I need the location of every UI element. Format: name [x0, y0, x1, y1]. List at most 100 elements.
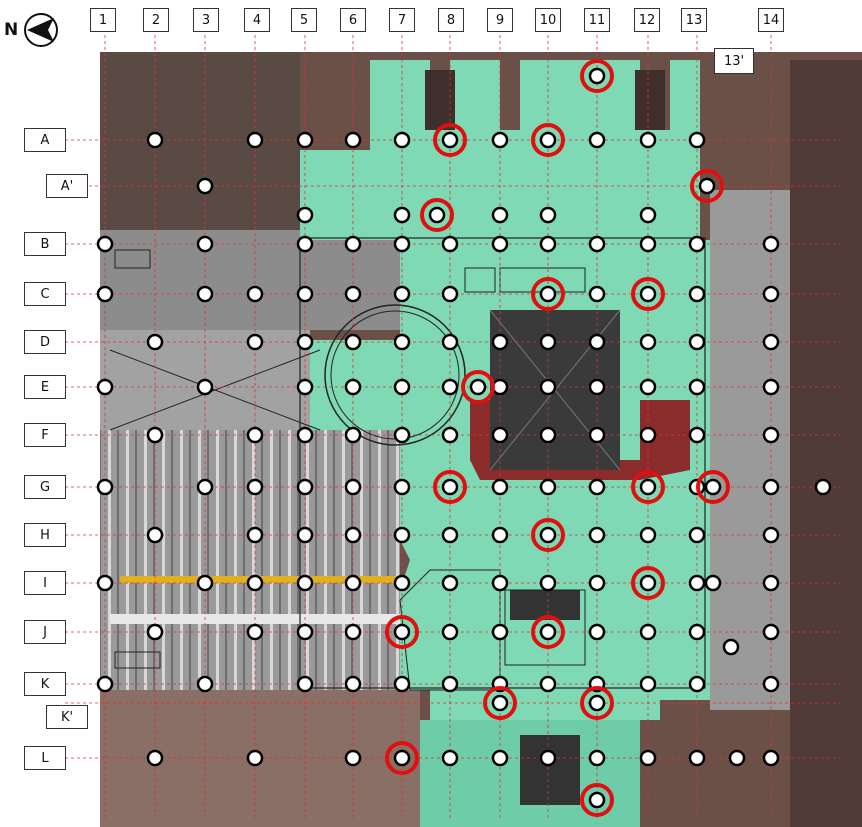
measurement-point [296, 623, 314, 641]
column-label: 8 [438, 8, 464, 32]
measurement-point [196, 574, 214, 592]
measurement-point [296, 478, 314, 496]
measurement-point [814, 478, 832, 496]
measurement-point [539, 675, 557, 693]
measurement-point [491, 235, 509, 253]
roof-striped-area [100, 430, 400, 690]
row-label: A [24, 128, 66, 152]
north-arrow: N [4, 10, 76, 50]
measurement-point [393, 749, 411, 767]
measurement-point [688, 378, 706, 396]
measurement-point [688, 333, 706, 351]
measurement-point [639, 131, 657, 149]
column-label: 5 [291, 8, 317, 32]
measurement-point [639, 285, 657, 303]
measurement-point [539, 623, 557, 641]
measurement-point [728, 749, 746, 767]
highlight-ring [483, 686, 517, 720]
measurement-point [96, 675, 114, 693]
measurement-point [688, 623, 706, 641]
measurement-point [441, 333, 459, 351]
measurement-point [639, 206, 657, 224]
measurement-point [344, 378, 362, 396]
highlight-ring [433, 123, 467, 157]
measurement-point [639, 574, 657, 592]
measurement-point [196, 235, 214, 253]
highlight-ring [433, 470, 467, 504]
measurement-point [491, 526, 509, 544]
measurement-point [588, 526, 606, 544]
measurement-point [196, 675, 214, 693]
row-label: D [24, 330, 66, 354]
highlight-ring [385, 615, 419, 649]
measurement-point [491, 206, 509, 224]
row-label: L [24, 746, 66, 770]
north-arrow-icon [24, 13, 59, 47]
measurement-point [588, 285, 606, 303]
row-label: B [24, 232, 66, 256]
measurement-point [539, 426, 557, 444]
column-label: 7 [389, 8, 415, 32]
measurement-point [146, 526, 164, 544]
measurement-point [762, 333, 780, 351]
box-x [114, 249, 151, 269]
measurement-point [762, 574, 780, 592]
measurement-point [96, 235, 114, 253]
measurement-point [698, 177, 716, 195]
dark-roof-opening-2 [510, 590, 580, 620]
measurement-point [539, 526, 557, 544]
column-label: 6 [340, 8, 366, 32]
measurement-point [196, 177, 214, 195]
highlight-ring [385, 741, 419, 775]
measurement-point [491, 131, 509, 149]
measurement-point [588, 67, 606, 85]
measurement-point [428, 206, 446, 224]
measurement-point [539, 285, 557, 303]
measurement-point [96, 478, 114, 496]
column-label-13-prime: 13' [714, 48, 754, 74]
highlight-ring [531, 123, 565, 157]
measurement-point [722, 638, 740, 656]
measurement-point [344, 675, 362, 693]
measurement-point [246, 749, 264, 767]
measurement-point [639, 526, 657, 544]
measurement-point [441, 235, 459, 253]
measurement-point [393, 426, 411, 444]
measurement-point [296, 206, 314, 224]
measurement-point [196, 285, 214, 303]
column-label: 1 [90, 8, 116, 32]
measurement-point [96, 378, 114, 396]
measurement-point [539, 206, 557, 224]
measurement-point [196, 478, 214, 496]
measurement-point [491, 623, 509, 641]
highlight-ring [531, 518, 565, 552]
measurement-point [246, 574, 264, 592]
highlight-ring [531, 277, 565, 311]
measurement-point [146, 131, 164, 149]
measurement-point [688, 526, 706, 544]
measurement-point [704, 574, 722, 592]
measurement-point [539, 478, 557, 496]
measurement-point [441, 623, 459, 641]
measurement-point [393, 478, 411, 496]
measurement-point [688, 749, 706, 767]
measurement-point [491, 574, 509, 592]
measurement-point [491, 426, 509, 444]
row-label: E [24, 375, 66, 399]
row-label: F [24, 423, 66, 447]
measurement-point [688, 574, 706, 592]
measurement-point [491, 378, 509, 396]
measurement-point [588, 478, 606, 496]
measurement-point [393, 333, 411, 351]
measurement-point [246, 623, 264, 641]
measurement-point [344, 235, 362, 253]
measurement-point [639, 675, 657, 693]
measurement-point [762, 285, 780, 303]
measurement-point [344, 526, 362, 544]
measurement-point [441, 478, 459, 496]
measurement-point [588, 574, 606, 592]
measurement-point [441, 574, 459, 592]
row-label: G [24, 475, 66, 499]
dark-bay [425, 70, 455, 130]
measurement-point [146, 426, 164, 444]
